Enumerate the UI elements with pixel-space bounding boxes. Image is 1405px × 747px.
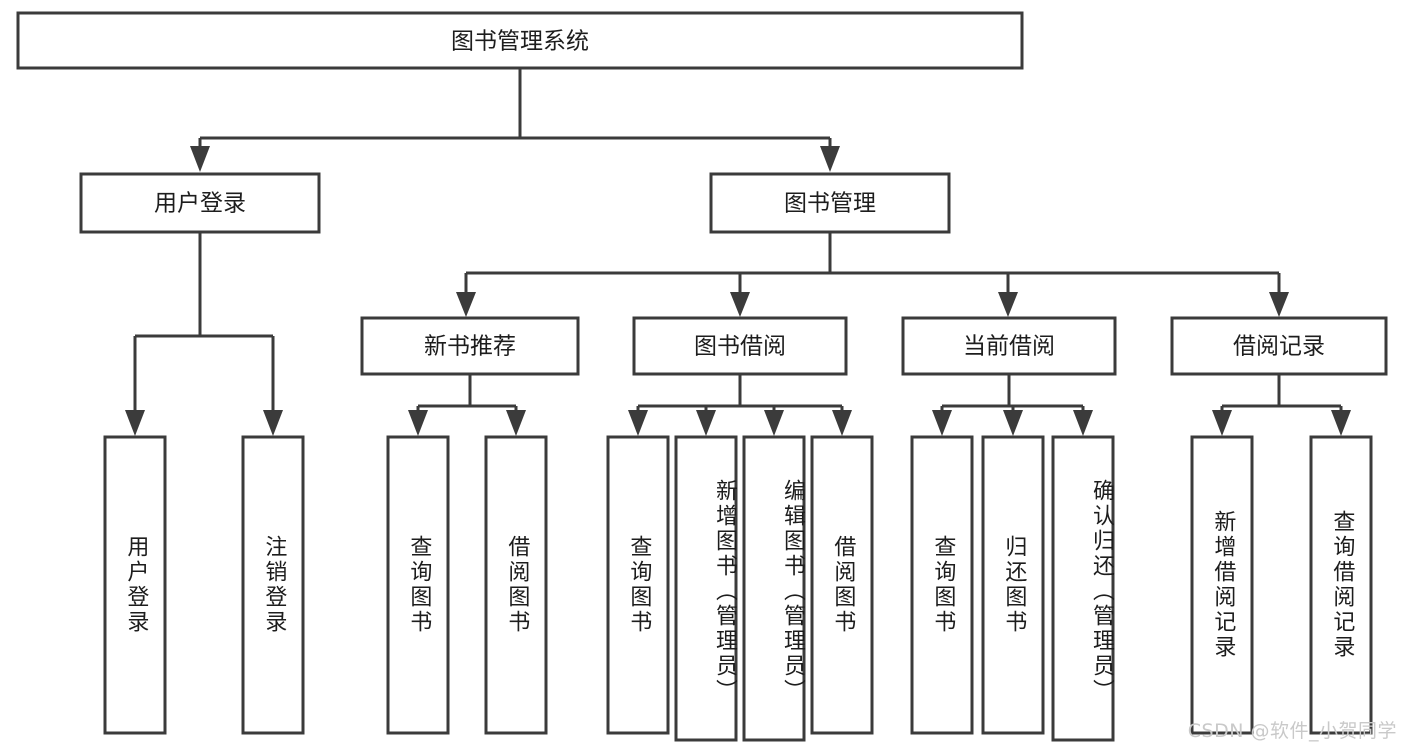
node-root-label: 图书管理系统 bbox=[451, 29, 589, 55]
leaf-box-cb-confirm[interactable] bbox=[1051, 435, 1115, 742]
node-book-manage-label: 图书管理 bbox=[784, 191, 876, 217]
node-borrow-record-box[interactable] bbox=[1170, 316, 1388, 376]
node-user-login-label: 用户登录 bbox=[154, 191, 246, 217]
node-book-manage[interactable]: 图书管理 bbox=[709, 172, 951, 234]
arrowhead-leaf-br-query-book bbox=[628, 410, 648, 436]
node-user-login-box[interactable] bbox=[79, 172, 321, 234]
leaf-box-logout[interactable] bbox=[241, 435, 305, 735]
node-current-borrow-box[interactable] bbox=[901, 316, 1117, 376]
leaf-box-cb-query-book[interactable] bbox=[910, 435, 974, 735]
connector-group bbox=[125, 68, 1351, 436]
arrowhead-leaf-rec-add bbox=[1212, 410, 1232, 436]
arrowhead-leaf-logout bbox=[263, 410, 283, 436]
leaf-box-rec-add[interactable] bbox=[1190, 435, 1254, 735]
leaf-box-group bbox=[103, 435, 1373, 742]
node-book-borrow[interactable]: 图书借阅 bbox=[632, 316, 848, 376]
leaf-box-user-login[interactable] bbox=[103, 435, 167, 735]
node-book-manage-box[interactable] bbox=[709, 172, 951, 234]
node-new-book-rec-box[interactable] bbox=[360, 316, 580, 376]
arrowhead-leaf-user-login bbox=[125, 410, 145, 436]
arrowhead-user-login bbox=[190, 146, 210, 172]
node-user-login[interactable]: 用户登录 bbox=[79, 172, 321, 234]
leaf-box-br-borrow-book[interactable] bbox=[810, 435, 874, 735]
arrowhead-leaf-br-add-book bbox=[696, 410, 716, 436]
node-current-borrow-label: 当前借阅 bbox=[963, 334, 1055, 360]
node-book-borrow-box[interactable] bbox=[632, 316, 848, 376]
leaf-box-br-query-book[interactable] bbox=[606, 435, 670, 735]
arrowhead-leaf-cb-confirm bbox=[1073, 410, 1093, 436]
node-book-borrow-label: 图书借阅 bbox=[694, 334, 786, 360]
arrowhead-leaf-rec-borrow-book bbox=[506, 410, 526, 436]
leaf-box-br-add-book[interactable] bbox=[674, 435, 738, 742]
node-borrow-record-label: 借阅记录 bbox=[1233, 334, 1325, 360]
leaf-box-rec-borrow-book[interactable] bbox=[484, 435, 548, 735]
arrowhead-currentborrow bbox=[998, 292, 1018, 317]
arrowhead-leaf-cb-return-book bbox=[1003, 410, 1023, 436]
arrowhead-newbook bbox=[456, 292, 476, 317]
node-current-borrow[interactable]: 当前借阅 bbox=[901, 316, 1117, 376]
leaf-box-rec-query[interactable] bbox=[1309, 435, 1373, 735]
arrowhead-leaf-cb-query-book bbox=[932, 410, 952, 436]
node-borrow-record[interactable]: 借阅记录 bbox=[1170, 316, 1388, 376]
leaf-box-cb-return-book[interactable] bbox=[981, 435, 1045, 735]
arrowhead-leaf-rec-query-book bbox=[408, 410, 428, 436]
arrowhead-borrowrecord bbox=[1269, 292, 1289, 317]
arrowhead-bookborrow bbox=[730, 292, 750, 317]
node-new-book-rec[interactable]: 新书推荐 bbox=[360, 316, 580, 376]
node-root-box[interactable] bbox=[16, 11, 1024, 70]
leaf-box-rec-query-book[interactable] bbox=[386, 435, 450, 735]
arrowhead-leaf-br-borrow-book bbox=[832, 410, 852, 436]
leaf-box-br-edit-book[interactable] bbox=[742, 435, 806, 742]
arrowhead-leaf-br-edit-book bbox=[764, 410, 784, 436]
node-root[interactable]: 图书管理系统 bbox=[16, 11, 1024, 70]
arrowhead-leaf-rec-query bbox=[1331, 410, 1351, 436]
csdn-watermark: CSDN @软件_小贺同学 bbox=[1187, 720, 1397, 742]
arrowhead-book-manage bbox=[820, 146, 840, 172]
node-new-book-rec-label: 新书推荐 bbox=[424, 334, 516, 360]
